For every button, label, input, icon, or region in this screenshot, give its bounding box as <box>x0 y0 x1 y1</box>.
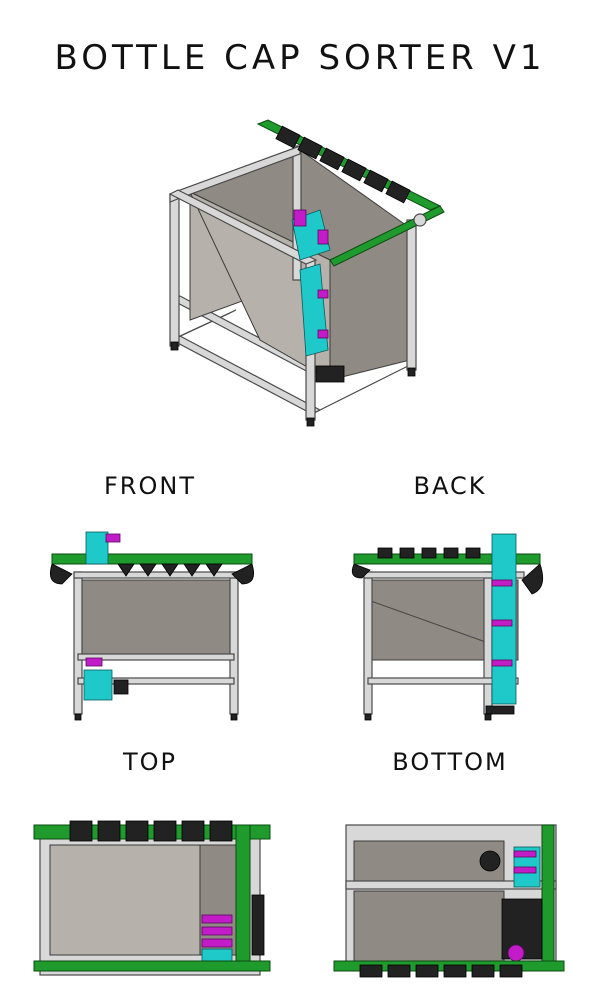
motor-assembly <box>315 365 345 383</box>
view-label-top: TOP <box>122 748 178 776</box>
bottom-panel-lower <box>353 890 505 962</box>
hopper-top <box>49 844 201 956</box>
isometric-view <box>168 119 445 427</box>
sorting-cups <box>377 547 481 559</box>
front-view <box>49 531 255 721</box>
conveyor-top <box>85 531 109 565</box>
conveyor-bottom <box>83 669 113 701</box>
conveyor-column <box>491 533 517 705</box>
top-view <box>33 820 271 976</box>
view-label-back: BACK <box>413 472 487 500</box>
sorting-cups <box>117 563 223 577</box>
view-label-bottom: BOTTOM <box>392 748 508 776</box>
bottom-view <box>333 824 565 978</box>
sorting-cups <box>275 125 411 204</box>
frame-post-front-left <box>169 193 180 347</box>
view-label-front: FRONT <box>104 472 196 500</box>
back-view <box>351 533 544 721</box>
frame-post-back-right <box>406 219 417 371</box>
diagram-title: BOTTLE CAP SORTER V1 <box>54 38 546 78</box>
sorting-cups <box>359 964 523 978</box>
front-panel <box>77 579 239 661</box>
sorting-cups <box>69 820 233 842</box>
